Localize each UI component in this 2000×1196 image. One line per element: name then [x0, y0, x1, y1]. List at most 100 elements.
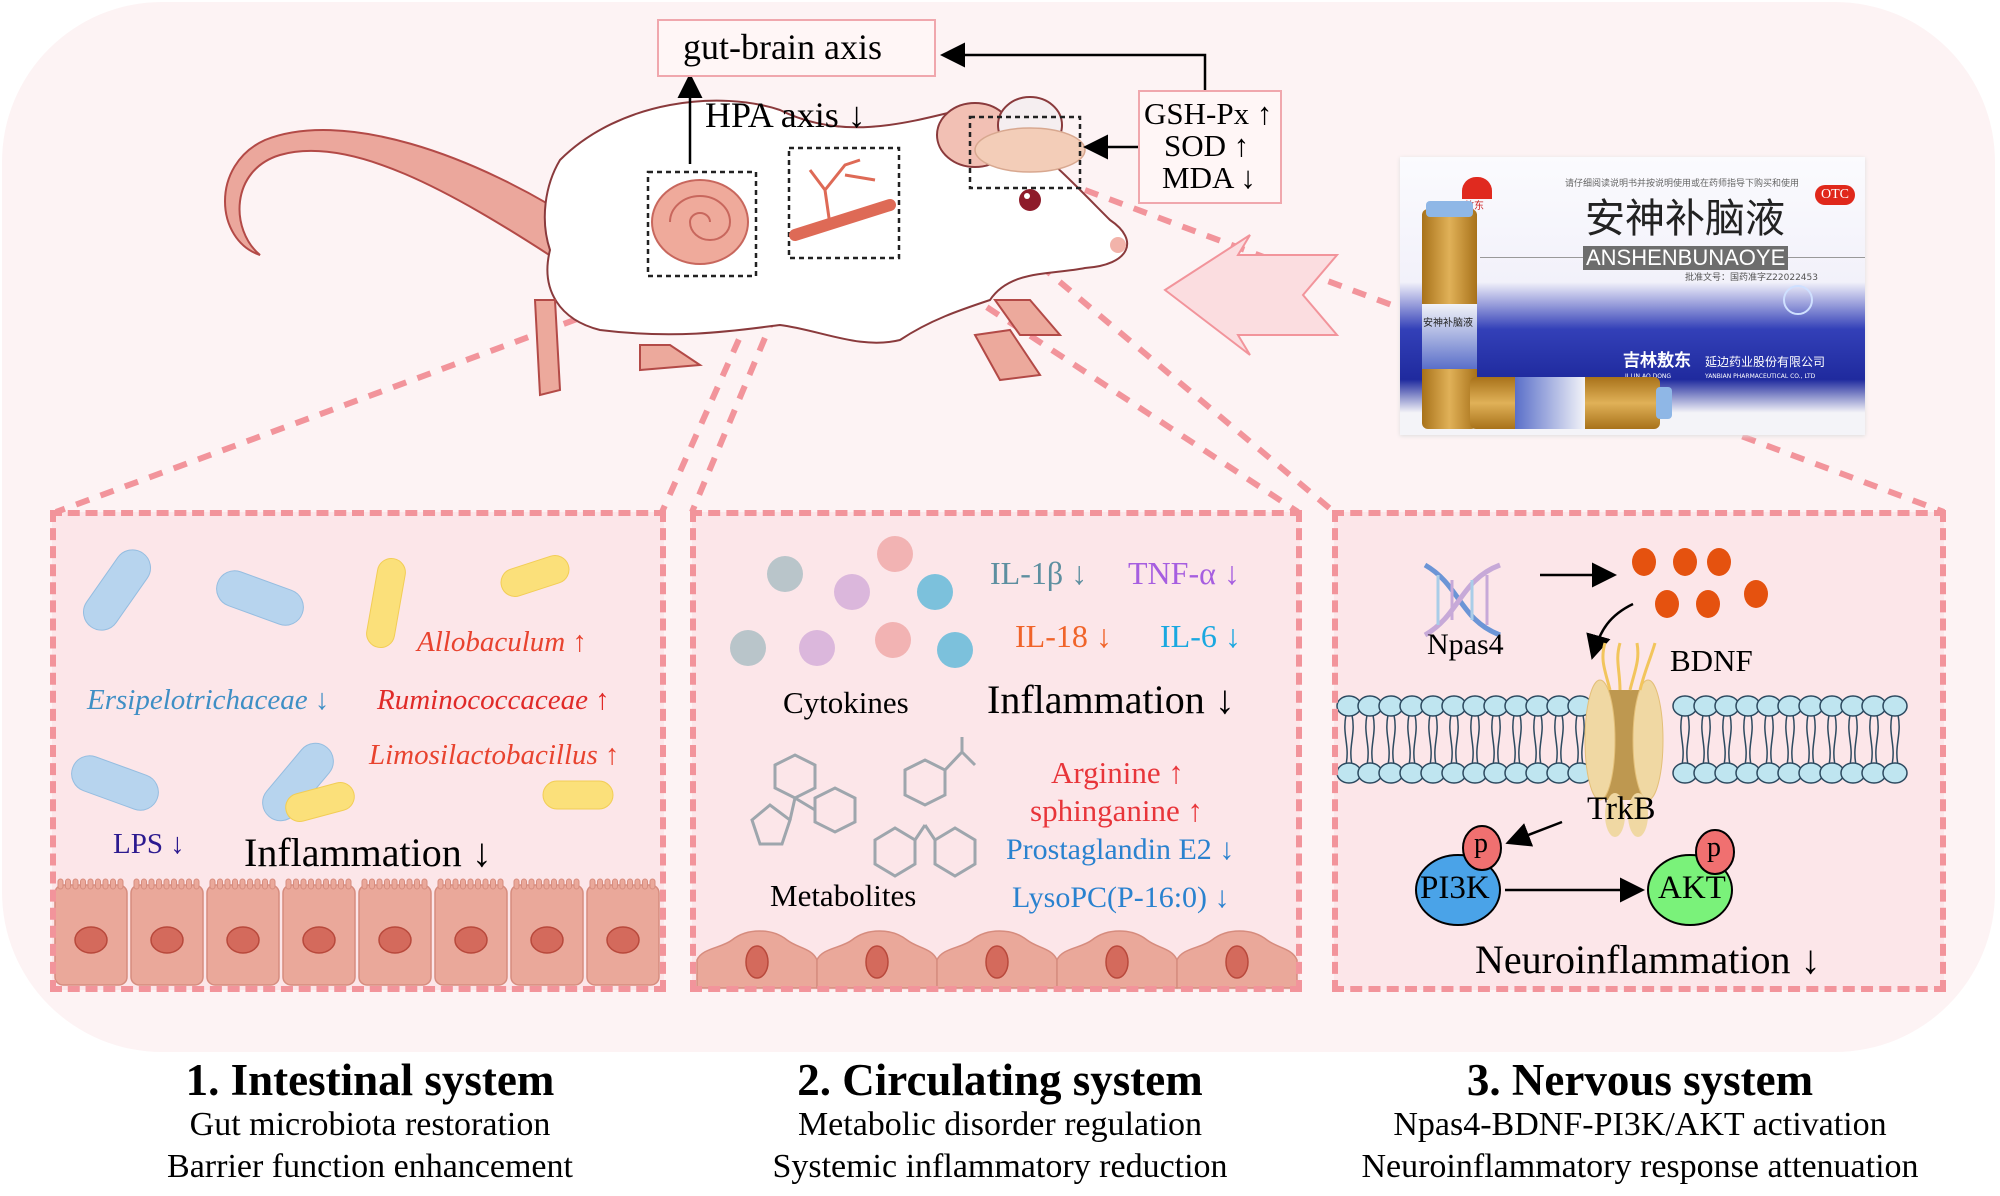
lps-label: LPS ↓	[113, 828, 185, 860]
phospholipid	[1399, 695, 1425, 784]
metabolite-sphinganine: sphinganine ↑	[1030, 793, 1204, 828]
bacterium-blue	[83, 549, 151, 631]
membrane-bilayer	[1336, 695, 1908, 784]
company-name-cn-suffix: 延边药业股份有限公司	[1705, 355, 1826, 369]
brain	[974, 127, 1086, 173]
cytokine-il1b: IL-1β ↓	[990, 555, 1088, 591]
epithelial-cell	[434, 878, 508, 986]
bubble-icon	[1783, 285, 1813, 315]
taxon-limosilactobacillus: Limosilactobacillus ↑	[369, 739, 620, 771]
caption-circulating-line2: Systemic inflammatory reduction	[772, 1148, 1228, 1185]
trkb-label: TrkB	[1587, 791, 1656, 827]
phospholipid	[1714, 695, 1740, 784]
pi3k-node	[1415, 854, 1501, 926]
product-name-cn: 安神补脑液	[1585, 196, 1785, 242]
phospholipid	[1525, 695, 1551, 784]
panel-circulating	[692, 512, 1300, 990]
rat-tail	[224, 129, 592, 264]
bacterium-yellow	[366, 557, 406, 649]
bacteria-group	[71, 549, 614, 822]
company-name-en: JI LIN AO DONG	[1625, 373, 1672, 380]
npas4-label: Npas4	[1427, 628, 1504, 661]
epithelial-cell	[586, 878, 660, 986]
endothelial-cell	[696, 930, 818, 989]
bacterium-blue	[71, 755, 159, 811]
brand-logo	[1462, 177, 1492, 199]
marker-mda: MDA ↓	[1162, 160, 1256, 195]
hpa-axis-label: HPA axis ↓	[705, 95, 866, 135]
phospholipid	[1420, 695, 1446, 784]
brand-mark: 敖东	[1464, 201, 1484, 212]
caption-intestinal-line2: Barrier function enhancement	[167, 1148, 573, 1185]
phospholipid	[1693, 695, 1719, 784]
epithelial-cell	[282, 878, 356, 986]
blood-vessel-icon	[789, 199, 896, 241]
taxon-allobaculum: Allobaculum ↑	[417, 626, 587, 658]
otc-badge: OTC	[1815, 185, 1855, 205]
bdnf-to-trkb-arrow	[1586, 602, 1634, 660]
cytokine-tnfa: TNF-α ↓	[1128, 555, 1240, 591]
taxon-ersipelotrichaceae: Ersipelotrichaceae ↓	[87, 684, 330, 716]
vial-label: 安神补脑液	[1423, 318, 1473, 329]
cytokine-dots	[730, 536, 973, 668]
phospholipid	[1672, 695, 1698, 784]
panel-circulating-border	[690, 510, 1302, 992]
phospholipid	[1504, 695, 1530, 784]
marker-sod: SOD ↑	[1164, 128, 1250, 163]
akt-label: AKT	[1658, 870, 1726, 906]
oxidative-markers-box: GSH-Px ↑ SOD ↑ MDA ↓	[1138, 90, 1282, 204]
phospholipid	[1882, 695, 1908, 784]
phospholipid	[1798, 695, 1824, 784]
intestinal-epithelium	[54, 878, 660, 986]
phospholipid	[1462, 695, 1488, 784]
vessel-focus-box	[787, 146, 901, 260]
epithelial-cell	[206, 878, 280, 986]
endothelium	[696, 930, 1298, 989]
cytokine-il6: IL-6 ↓	[1160, 618, 1241, 654]
metabolite-structures	[750, 737, 977, 878]
pi3k-label: PI3K	[1420, 870, 1490, 906]
circulating-inflammation: Inflammation ↓	[987, 677, 1235, 722]
neuroinflammation-label: Neuroinflammation ↓	[1475, 937, 1821, 982]
epithelial-cell	[130, 878, 204, 986]
pi3k-phospho	[1462, 825, 1502, 871]
approval-number: 批准文号：国药准字Z22022453	[1685, 273, 1818, 283]
metabolite-lysopc: LysoPC(P-16:0) ↓	[1012, 881, 1230, 914]
bdnf-dots	[1632, 548, 1768, 618]
company-name-cn: 吉林敖东	[1623, 351, 1691, 371]
phospholipid	[1735, 695, 1761, 784]
vial-standing: 安神补脑液	[1422, 201, 1477, 429]
product-package: 敖东 请仔细阅读说明书并按说明使用或在药师指导下购买和使用 OTC 安神补脑液 …	[1400, 157, 1865, 435]
bacterium-yellow	[542, 780, 614, 810]
cytokine-il18: IL-18 ↓	[1015, 618, 1112, 654]
bacterium-yellow	[500, 555, 570, 597]
endothelial-cell	[1056, 930, 1178, 989]
bacterium-yellow	[285, 782, 355, 822]
metabolites-label: Metabolites	[770, 878, 917, 913]
phospholipid	[1546, 695, 1572, 784]
pi3k-phospho-label: p	[1474, 828, 1488, 859]
rat-leg	[533, 299, 562, 397]
phospholipid	[1357, 695, 1383, 784]
panel-intestinal-border	[50, 510, 666, 992]
cytokines-label: Cytokines	[783, 685, 909, 720]
epithelial-cell	[358, 878, 432, 986]
product-name-pinyin: ANSHENBUNAOYE	[1583, 246, 1789, 270]
metabolite-arginine: Arginine ↑	[1051, 755, 1184, 790]
rat-eye	[1019, 189, 1041, 211]
product-to-rat-arrow	[1163, 234, 1340, 356]
trkb-receptor	[1584, 642, 1664, 837]
phospholipid	[1378, 695, 1404, 784]
marker-gsh-px: GSH-Px ↑	[1144, 96, 1273, 131]
taxon-ruminococcaceae: Ruminococcaceae ↑	[377, 684, 610, 716]
company-name-en-suffix: YANBIAN PHARMACEUTICAL CO., LTD	[1705, 373, 1816, 380]
bdnf-label: BDNF	[1670, 643, 1753, 678]
rat-leg	[993, 299, 1063, 336]
vial-lying	[1470, 377, 1672, 429]
brain-focus-box	[968, 115, 1082, 190]
caption-circulating-title: 2. Circulating system	[797, 1055, 1203, 1105]
caption-intestinal-line1: Gut microbiota restoration	[189, 1106, 551, 1143]
phospholipid	[1567, 695, 1593, 784]
trkb-to-pi3k-arrow	[1505, 820, 1563, 847]
